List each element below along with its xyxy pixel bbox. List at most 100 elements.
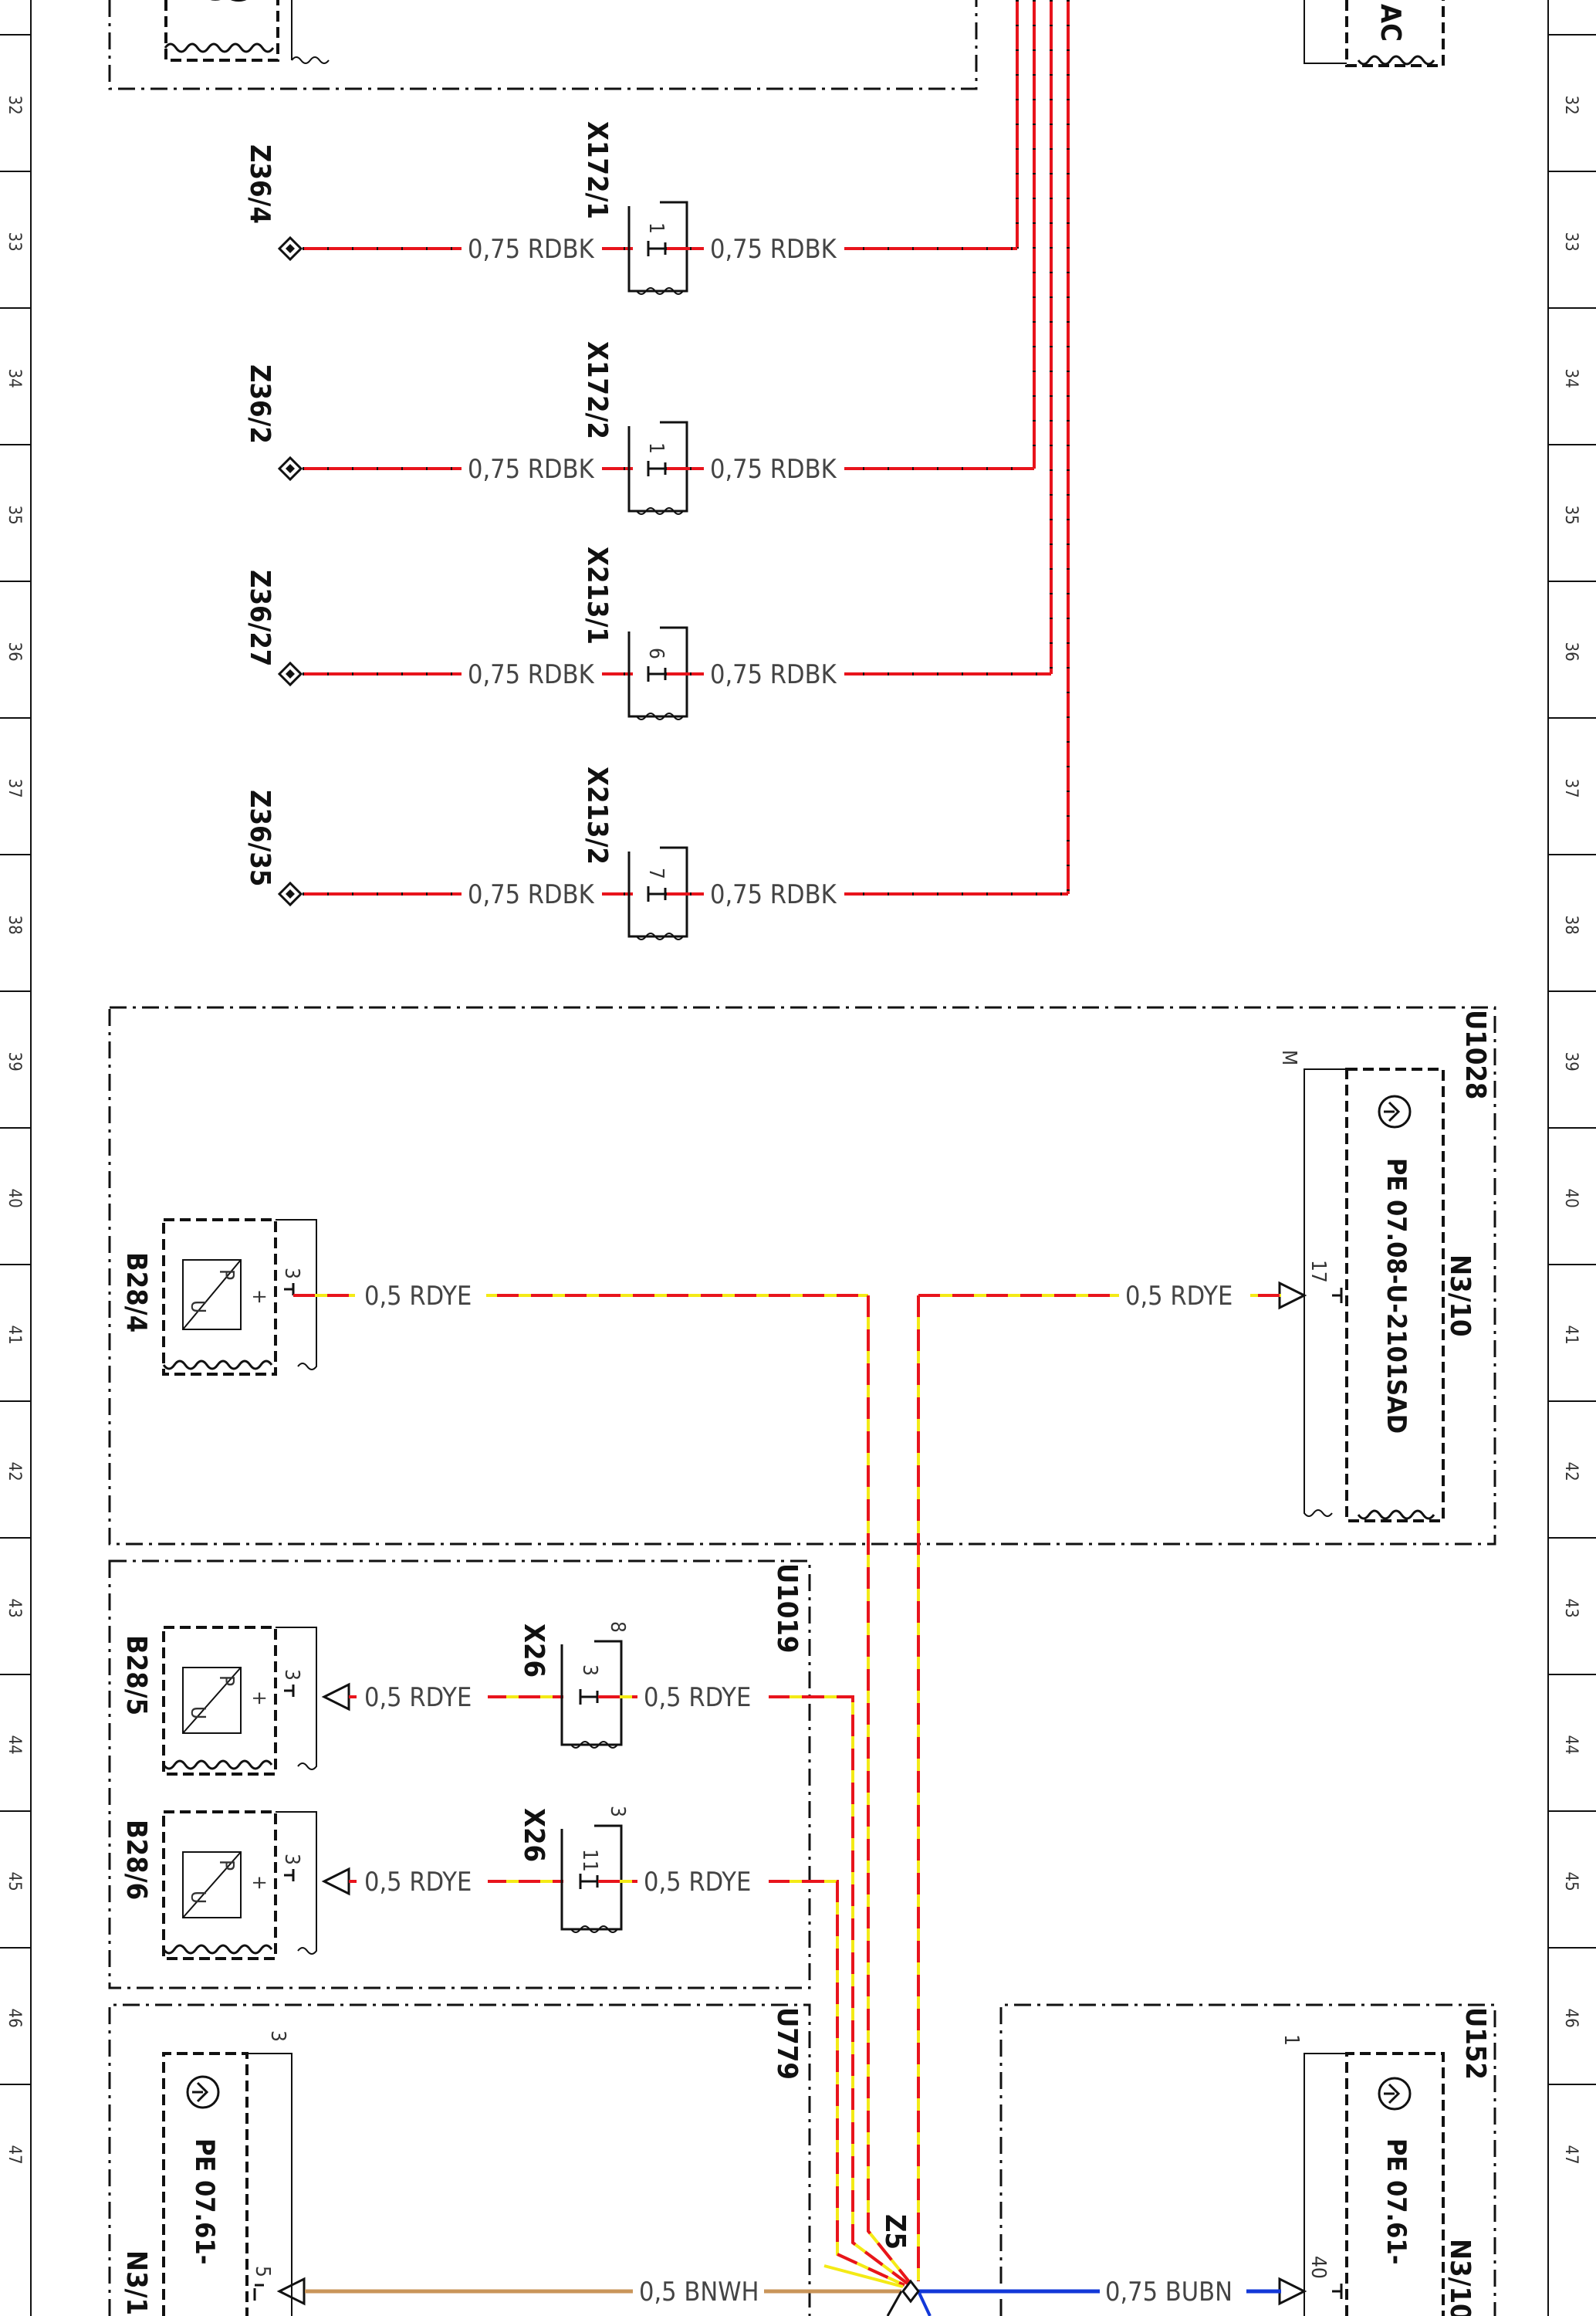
pu-diagonal	[182, 1851, 242, 1918]
module-u779: U779 3 PE 07.61- N3/1 5 0,5 BNWH	[108, 2003, 901, 2316]
connector-pin: 11	[578, 1849, 601, 1872]
ruler-label: 46	[5, 2009, 24, 2028]
connector-label: X172/1	[581, 121, 613, 219]
endpoint-label: Z36/27	[244, 570, 276, 666]
module-u1019-label: U1019	[771, 1563, 803, 1653]
connector-wave	[636, 507, 684, 515]
ruler-label: 36	[1561, 642, 1581, 662]
wire-label-right: 0,75 RDBK	[710, 234, 837, 265]
connector-position: 3	[606, 1806, 629, 1817]
top-right-fragment-text: AC	[1375, 4, 1406, 42]
module-u1028: U1028 P U + B28/4 3 0,5 RDYE M	[108, 1006, 1496, 1546]
pu-diagonal	[182, 1667, 242, 1734]
ruler-label: 41	[1561, 1326, 1581, 1345]
ruler-label: 32	[1561, 96, 1581, 115]
fragment-line: AC)	[200, 0, 232, 3]
ruler-label: 39	[5, 1052, 24, 1072]
wire-label-bg	[357, 1681, 488, 1712]
ecu-n3-10: M N3/10 PE 07.08-U-2101SAD 17	[1277, 1050, 1476, 1522]
ecu-n3-1-label: N3/1	[120, 2250, 152, 2315]
svg-text:1: 1	[1280, 2034, 1303, 2046]
svg-text:+: +	[248, 1289, 271, 1305]
ruler-label: 42	[5, 1462, 24, 1481]
ruler-label: 33	[5, 232, 24, 252]
wire-label-left: 0,75 RDBK	[468, 234, 595, 265]
connector-label: X172/2	[581, 341, 613, 439]
connector-body	[560, 1640, 623, 1746]
connector-pin: 1	[644, 442, 668, 454]
arrow-symbol	[321, 1682, 350, 1712]
connector-label: X26	[518, 1624, 549, 1678]
top-right-module-fragment: AC	[1304, 0, 1445, 67]
sensor-b28-4-label: B28/4	[120, 1252, 152, 1332]
connector-wave	[570, 1741, 618, 1749]
endpoint-dot	[286, 464, 295, 473]
sensor-housing	[276, 1811, 317, 1955]
endpoint-label: Z36/2	[244, 364, 276, 444]
connector-wave	[570, 1925, 618, 1933]
connector-pin: 3	[578, 1664, 601, 1676]
wire-label-bg	[462, 659, 602, 689]
wire-label-bg	[462, 879, 602, 909]
right-ruler: 3132333435363738394041424344454647	[1547, 0, 1596, 2316]
wire-label-bg	[357, 1866, 488, 1897]
connector-pin-symbol	[647, 666, 667, 682]
connector-label: X26	[518, 1808, 549, 1862]
sensor-box	[162, 1810, 277, 1960]
connector-wave	[636, 287, 684, 295]
pu-symbol	[182, 1667, 242, 1734]
ecu-n3-10-u152: 1 PE 07.61- N3/10 40	[1278, 2034, 1476, 2316]
ruler-label: 37	[5, 779, 24, 798]
sensor-sign: +	[248, 1691, 271, 1706]
wire-label-bg	[704, 453, 844, 484]
wire-b28-4: 0,5 RDYE	[293, 1280, 868, 1312]
ruler-label: 33	[1561, 232, 1581, 252]
ruler-label: 39	[1561, 1052, 1581, 1072]
sensor-box	[162, 1626, 277, 1776]
ruler-label: 35	[1561, 506, 1581, 525]
ruler-label: 32	[5, 96, 24, 115]
sensor-wave	[162, 1759, 273, 1770]
module-u779-label: U779	[771, 2007, 803, 2080]
wire-b28-4-label: 0,5 RDYE	[364, 1281, 472, 1312]
fragment-line: AA)	[223, 0, 255, 4]
svg-text:U: U	[186, 1300, 209, 1313]
splice-z5: Z5	[879, 2214, 920, 2304]
svg-text:P: P	[215, 1269, 238, 1280]
wire-label-right: 0,5 RDYE	[644, 1682, 751, 1713]
ecu-n3-10-label: N3/10	[1444, 1254, 1476, 1337]
wire-label-left: 0,75 RDBK	[468, 879, 595, 910]
ruler-label: 43	[5, 1599, 24, 1618]
module-u152: U152 1 PE 07.61- N3/10 40 0,75 BUBN	[918, 2003, 1496, 2316]
wire-label-right: 0,75 RDBK	[710, 659, 837, 690]
wire-label-left: 0,75 RDBK	[468, 659, 595, 690]
wire-label-bg	[637, 1681, 769, 1712]
connector-body	[627, 626, 688, 718]
sensor-pin-symbol	[284, 1869, 295, 1881]
rdbk-vertical-bus	[1016, 0, 1070, 894]
connector-label: X213/1	[581, 547, 613, 645]
wire-n3-1-label: 0,5 BNWH	[639, 2277, 759, 2308]
pu-p: P	[215, 1860, 238, 1871]
ruler-label: 41	[5, 1326, 24, 1345]
wire-label-bg	[462, 233, 602, 264]
ecu-n3-10-u152-ref: PE 07.61-	[1381, 2138, 1412, 2264]
wire-label-right: 0,5 RDYE	[644, 1867, 751, 1898]
sensor-b28-4: P U + B28/4 3	[120, 1218, 317, 1376]
wire-label-right: 0,75 RDBK	[710, 879, 837, 910]
wire-label-left: 0,5 RDYE	[364, 1682, 472, 1713]
ruler-label: 38	[1561, 916, 1581, 935]
connector-pin: 1	[644, 222, 668, 234]
connector-body	[560, 1824, 623, 1931]
connector-body	[627, 201, 688, 293]
connector-pin-symbol	[647, 886, 667, 902]
connector-pin-symbol	[579, 1689, 599, 1705]
wire-label-bg	[704, 233, 844, 264]
top-left-fragment-text: AAAC)AA)	[177, 0, 255, 4]
